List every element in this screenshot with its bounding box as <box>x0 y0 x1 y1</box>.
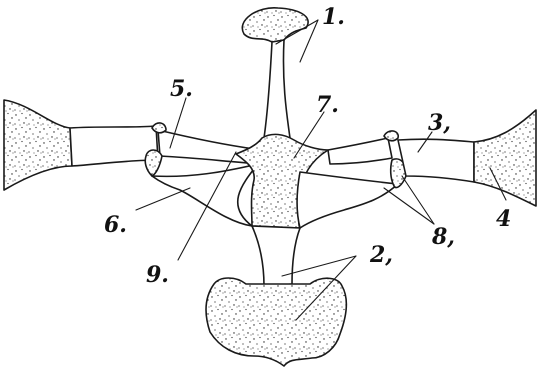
left-upper-nodule <box>152 123 166 133</box>
leader-8a <box>384 188 434 224</box>
upper-stem <box>264 40 290 138</box>
bottom-stippled-mass <box>206 278 347 366</box>
label-1: 1. <box>322 4 345 30</box>
label-2: 2, <box>369 242 393 268</box>
upper-cap <box>242 8 308 42</box>
leader-8b <box>402 176 434 224</box>
lower-stem <box>252 226 300 286</box>
leader-6 <box>136 188 190 210</box>
label-6: 6. <box>104 212 127 238</box>
left-lower-bar <box>152 164 258 226</box>
label-3: 3, <box>428 110 451 136</box>
label-4: 4 <box>496 206 511 232</box>
right-outer-stippled <box>474 110 536 206</box>
right-segment <box>398 139 474 182</box>
right-upper-nodule <box>384 131 398 141</box>
left-lower-nodule <box>145 150 162 176</box>
left-outer-stippled <box>4 100 72 190</box>
label-8: 8, <box>431 224 455 250</box>
label-5: 5. <box>170 76 193 102</box>
right-diagonal-bar <box>297 172 398 228</box>
right-rod <box>328 138 392 164</box>
label-9: 9. <box>146 262 169 288</box>
label-7: 7. <box>316 92 339 118</box>
